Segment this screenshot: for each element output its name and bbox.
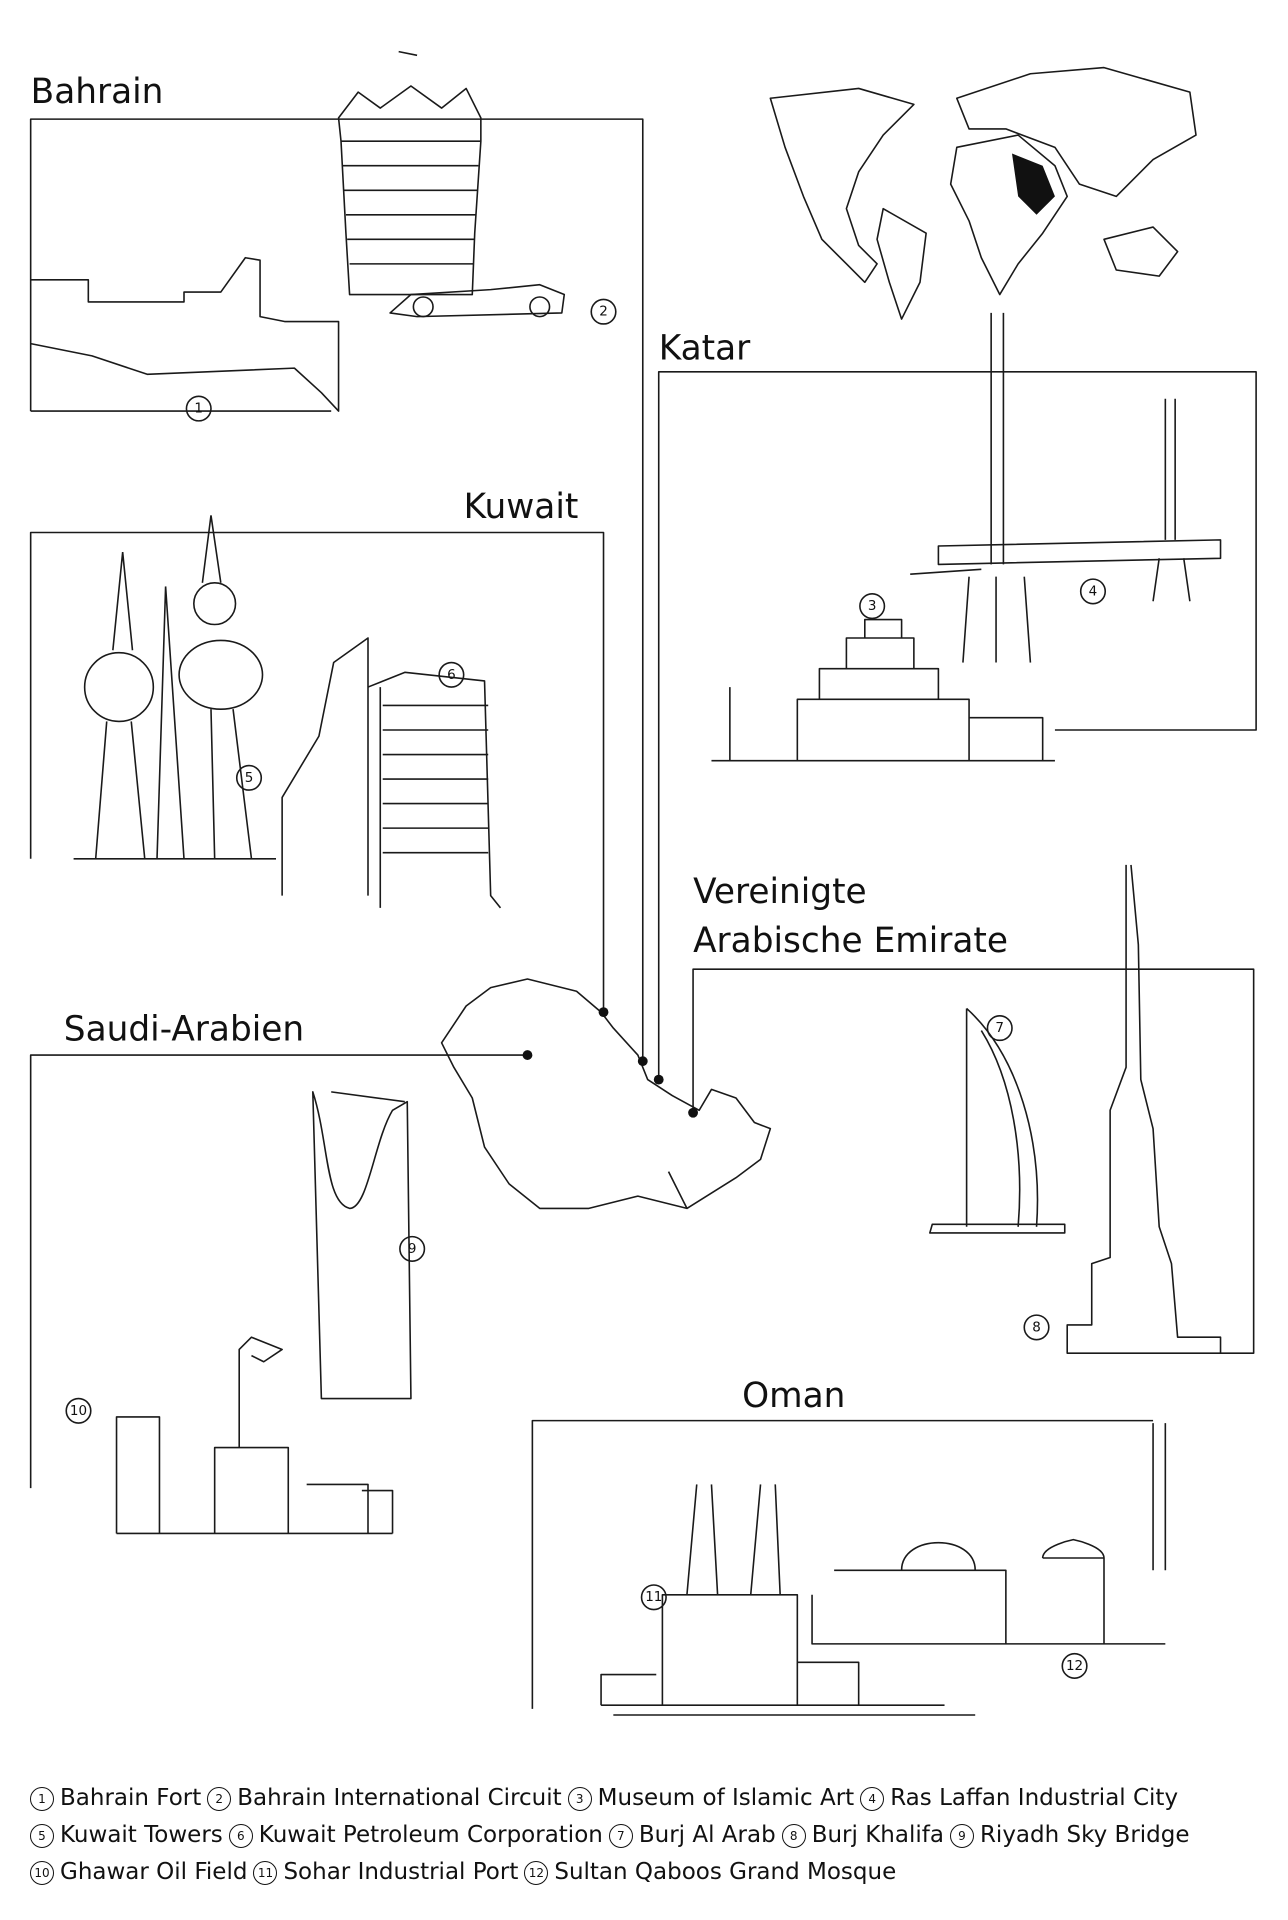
legend-number-badge: 11 <box>253 1861 278 1885</box>
svg-text:3: 3 <box>868 598 877 614</box>
legend-number-badge: 5 <box>30 1824 54 1848</box>
svg-text:6: 6 <box>447 667 456 683</box>
marker-11: 11 <box>640 1584 667 1611</box>
bahrain-frame <box>29 118 644 1062</box>
marker-1: 1 <box>185 395 212 422</box>
ras-laffan-drawing <box>910 312 1222 663</box>
gulf-region-highlight <box>1012 153 1055 215</box>
legend-number-badge: 6 <box>228 1824 253 1848</box>
legend-label: Bahrain International Circuit <box>237 1785 562 1811</box>
marker-7: 7 <box>986 1015 1013 1042</box>
bahrain-fort-drawing <box>30 256 340 412</box>
bahrain-circuit-tower-drawing <box>337 50 566 318</box>
ghawar-oil-field-drawing <box>115 1336 394 1535</box>
svg-text:11: 11 <box>645 1589 662 1605</box>
legend-label: Sultan Qaboos Grand Mosque <box>554 1859 897 1885</box>
legend-number-badge: 4 <box>860 1787 885 1811</box>
marker-9: 9 <box>399 1235 426 1262</box>
uae-frame <box>692 968 1255 1354</box>
sohar-port-drawing <box>600 1484 976 1716</box>
oman-frame <box>531 1419 1154 1709</box>
region-title-uae-line2: Arabische Emirate <box>693 921 1008 961</box>
legend-label: Kuwait Petroleum Corporation <box>258 1822 603 1848</box>
legend-number-badge: 9 <box>949 1824 974 1848</box>
region-title-kuwait: Kuwait <box>464 487 579 527</box>
legend-label: Ghawar Oil Field <box>60 1859 248 1885</box>
marker-3: 3 <box>859 593 886 620</box>
legend-number-badge: 8 <box>781 1824 806 1848</box>
region-title-oman: Oman <box>742 1376 845 1416</box>
legend-label: Bahrain Fort <box>60 1785 202 1811</box>
legend-label: Burj Al Arab <box>638 1822 776 1848</box>
marker-2: 2 <box>590 298 617 325</box>
legend-label: Ras Laffan Industrial City <box>890 1785 1179 1811</box>
legend-label: Kuwait Towers <box>60 1822 223 1848</box>
legend-label: Riyadh Sky Bridge <box>979 1822 1190 1848</box>
legend-number-badge: 3 <box>567 1787 592 1811</box>
marker-12: 12 <box>1061 1652 1088 1680</box>
riyadh-sky-bridge-drawing <box>312 1091 412 1400</box>
legend-number-badge: 12 <box>524 1861 549 1885</box>
svg-text:8: 8 <box>1032 1319 1041 1335</box>
svg-text:10: 10 <box>70 1403 87 1419</box>
legend-label: Burj Khalifa <box>811 1822 944 1848</box>
marker-5: 5 <box>235 764 263 791</box>
legend-number-badge: 10 <box>30 1861 54 1885</box>
region-title-katar: Katar <box>659 329 751 369</box>
burj-khalifa-drawing <box>1066 864 1222 1354</box>
svg-text:7: 7 <box>995 1020 1004 1036</box>
sultan-qaboos-mosque-drawing <box>811 1423 1167 1645</box>
region-title-bahrain: Bahrain <box>31 72 164 112</box>
svg-text:9: 9 <box>408 1241 417 1257</box>
marker-6: 6 <box>438 661 465 688</box>
museum-islamic-art-drawing <box>711 618 1055 762</box>
svg-text:2: 2 <box>599 304 608 320</box>
marker-4: 4 <box>1079 578 1107 605</box>
kuwait-frame <box>29 531 605 1013</box>
svg-text:4: 4 <box>1089 583 1098 599</box>
world-map <box>769 66 1197 320</box>
legend-number-badge: 1 <box>30 1787 54 1811</box>
legend-label: Sohar Industrial Port <box>283 1859 519 1885</box>
legend-label: Museum of Islamic Art <box>597 1785 855 1811</box>
kuwait-petroleum-drawing <box>281 637 502 909</box>
saudi-frame <box>29 1054 528 1489</box>
svg-text:12: 12 <box>1066 1658 1083 1674</box>
legend-number-badge: 7 <box>608 1824 633 1848</box>
location-dots <box>522 1007 698 1118</box>
marker-8: 8 <box>1023 1314 1050 1341</box>
marker-10: 10 <box>65 1397 92 1424</box>
legend-number-badge: 2 <box>207 1787 232 1811</box>
region-title-saudi-arabia: Saudi-Arabien <box>64 1009 304 1049</box>
region-title-uae-line1: Vereinigte <box>693 872 867 912</box>
burj-al-arab-drawing <box>929 1007 1066 1234</box>
svg-text:1: 1 <box>194 401 203 417</box>
svg-text:5: 5 <box>245 770 254 786</box>
kuwait-towers-drawing <box>73 515 276 860</box>
katar-frame <box>657 371 1257 1080</box>
